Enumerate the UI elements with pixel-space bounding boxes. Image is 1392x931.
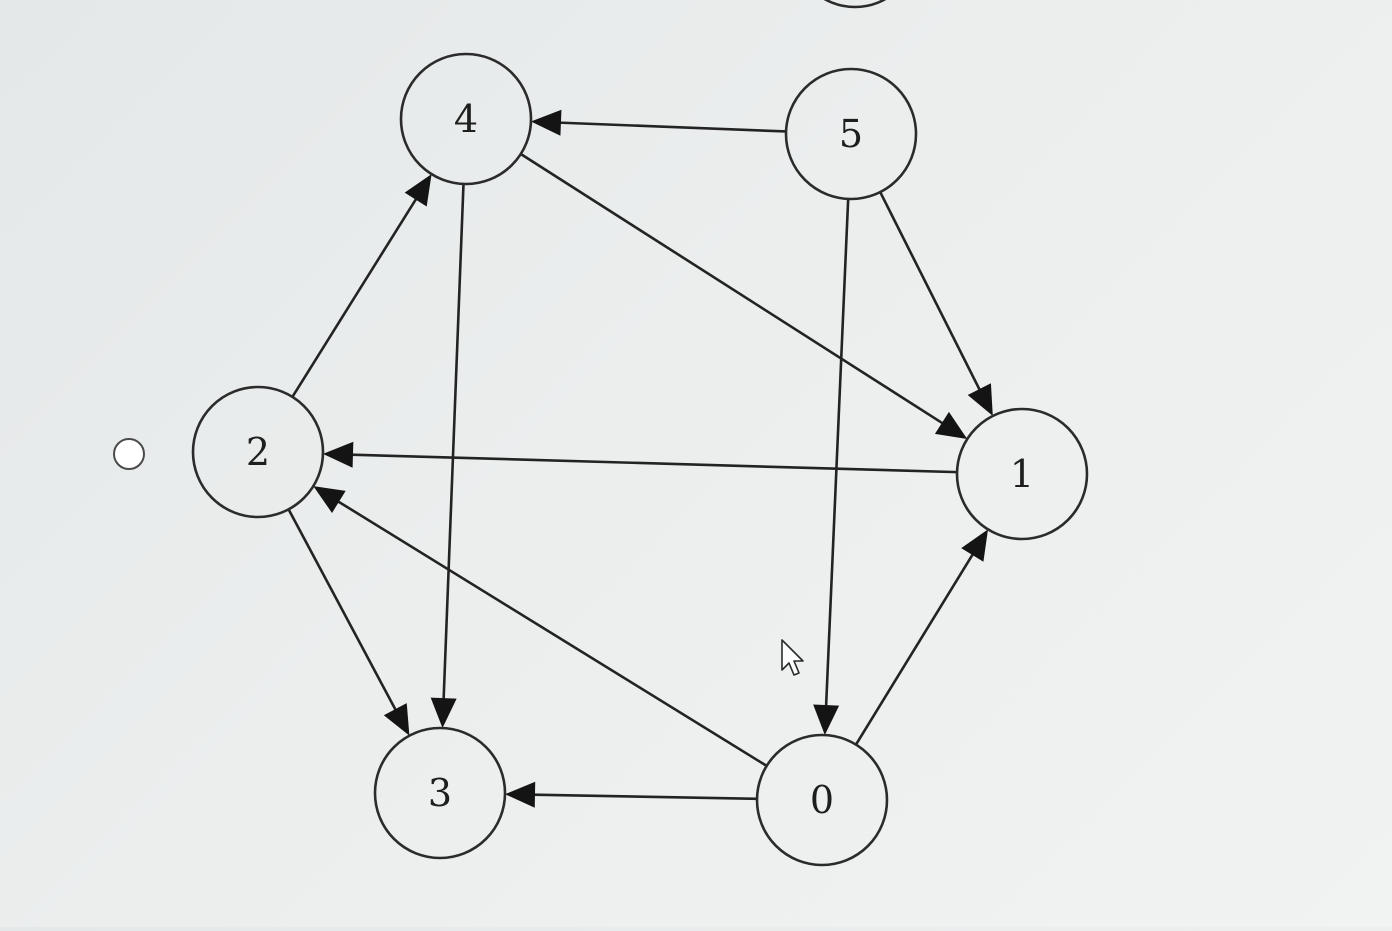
edge-2-to-4 [291, 174, 432, 398]
edge-4-to-1 [520, 152, 968, 440]
edge-0-to-2 [313, 486, 768, 767]
edge-5-to-0 [813, 198, 850, 736]
radio-button[interactable] [113, 438, 145, 470]
edge-4-to-3 [430, 183, 465, 729]
node-layer: 0 1 2 3 4 5 [191, 52, 1089, 867]
edge-1-to-2 [322, 441, 958, 474]
edge-5-to-1 [879, 191, 993, 416]
arrowhead-icon [961, 529, 989, 562]
edge-line [291, 197, 418, 398]
arrowhead-icon [530, 109, 562, 136]
arrowhead-icon [967, 383, 993, 416]
arrowhead-icon [813, 704, 840, 736]
node-label: 5 [839, 112, 863, 156]
edge-line [336, 499, 768, 767]
edge-line [824, 198, 850, 708]
graph-node-2: 2 [191, 385, 325, 519]
arrowhead-icon [313, 486, 346, 513]
edge-line [442, 183, 465, 701]
edge-2-to-3 [287, 508, 410, 736]
node-circle [373, 726, 507, 860]
graph-node-4: 4 [399, 52, 533, 186]
node-circle [755, 733, 889, 867]
edge-5-to-4 [530, 109, 787, 136]
node-circle [784, 67, 918, 201]
edge-line [879, 191, 982, 392]
edge-line [854, 552, 975, 746]
edge-line [520, 152, 945, 426]
partial-node-top [823, 0, 887, 9]
arrowhead-icon [504, 781, 536, 808]
node-label: 3 [428, 771, 452, 815]
edge-line [287, 508, 398, 712]
arrowhead-icon [404, 174, 432, 207]
node-circle [191, 385, 325, 519]
node-label: 2 [246, 430, 270, 474]
graph-node-3: 3 [373, 726, 507, 860]
edge-line [558, 121, 787, 133]
arrowhead-icon [934, 411, 968, 440]
node-label: 1 [1010, 452, 1034, 496]
edge-0-to-3 [504, 781, 758, 808]
arrowhead-icon [383, 703, 410, 736]
graph-node-5: 5 [784, 67, 918, 201]
node-label: 4 [454, 97, 478, 141]
mouse-pointer-icon [781, 639, 804, 676]
edge-0-to-1 [854, 529, 989, 746]
edge-layer [287, 109, 993, 808]
graph-node-1: 1 [955, 407, 1089, 541]
node-circle [399, 52, 533, 186]
node-circle [955, 407, 1089, 541]
edge-line [350, 453, 958, 474]
arrowhead-icon [430, 697, 457, 729]
node-label: 0 [810, 778, 834, 822]
arrowhead-icon [322, 441, 354, 468]
graph-node-0: 0 [755, 733, 889, 867]
radio-circle-icon[interactable] [113, 438, 145, 470]
edge-line [532, 793, 758, 801]
